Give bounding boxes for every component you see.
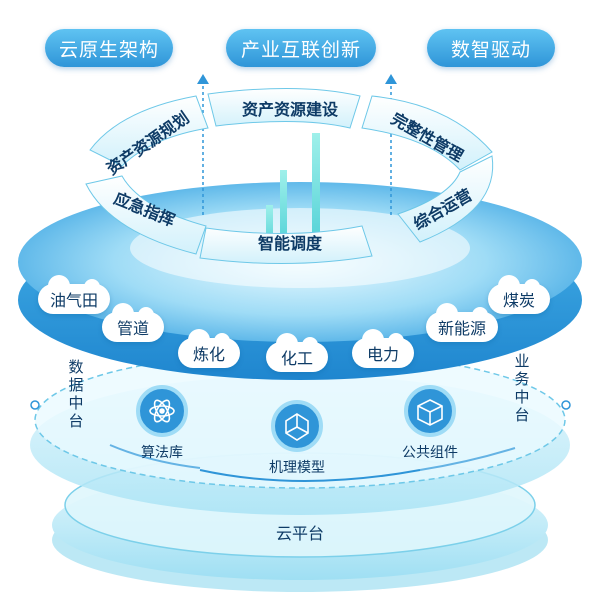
arrow-head-icon <box>385 74 397 84</box>
cloud-platform-label: 云平台 <box>275 524 324 543</box>
industry-chemical: 化工 <box>266 333 328 372</box>
mechanism-model-label: 机理模型 <box>269 460 325 476</box>
pill-cloud-native: 云原生架构 <box>45 29 173 67</box>
center-bar-graphic <box>266 133 320 250</box>
algorithm-library-label: 算法库 <box>141 445 183 461</box>
industry-oilgas: 油气田 <box>38 275 110 314</box>
segment-dispatch: 智能调度 <box>257 234 322 253</box>
business-middle-platform-label: 业务中台 <box>514 352 530 424</box>
industry-pipeline: 管道 <box>102 303 164 342</box>
ring-shapes <box>85 87 494 265</box>
common-components-label: 公共组件 <box>402 445 458 461</box>
component-icons <box>136 385 456 452</box>
arrow-head-icon <box>197 74 209 84</box>
industry-new-energy: 新能源 <box>426 303 498 342</box>
industry-refining: 炼化 <box>178 329 240 368</box>
pill-industrial-internet: 产业互联创新 <box>226 29 376 67</box>
data-middle-platform-label: 数据中台 <box>68 358 84 430</box>
industry-coal: 煤炭 <box>488 275 550 314</box>
segment-asset-construction: 资产资源建设 <box>241 100 338 119</box>
pill-digital-intelligence: 数智驱动 <box>427 29 555 67</box>
industry-power: 电力 <box>352 329 414 368</box>
